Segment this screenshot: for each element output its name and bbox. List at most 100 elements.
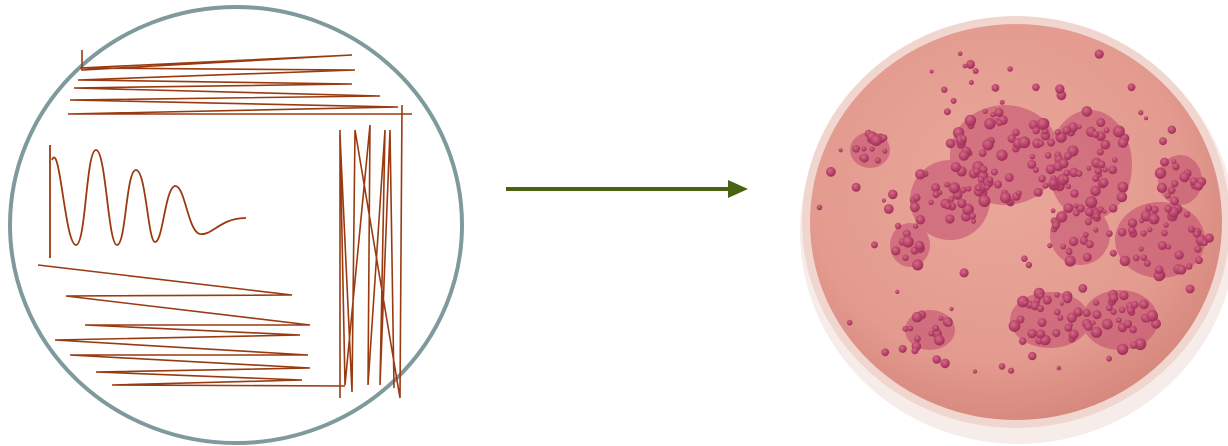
colony [1005,173,1014,182]
colony [1092,310,1101,319]
colony [1092,175,1099,182]
colony [884,204,894,214]
colony [1168,186,1176,194]
colony [959,150,969,160]
agar-plate-photo [800,16,1228,444]
colony [1063,294,1072,303]
colony [1085,208,1094,217]
colony [1043,295,1052,304]
colony [1194,182,1203,191]
colony [975,185,981,191]
colony [1170,196,1179,205]
colony [911,347,918,354]
colony [932,191,939,198]
colony [1106,304,1113,311]
colony [1160,158,1169,167]
colony [1077,125,1082,130]
colony [1139,246,1144,251]
colony [992,84,1000,92]
colony [966,186,972,192]
colony [996,150,1007,161]
colony [1108,166,1117,175]
colony [1037,305,1044,312]
colony [880,134,887,141]
colony [978,177,984,183]
colony [1099,178,1108,187]
colony [994,181,1002,189]
colony [1168,126,1176,134]
colony [941,87,947,93]
colony [1083,253,1092,262]
colony [983,109,988,114]
colony [1008,368,1014,374]
colony [951,162,961,172]
colony [1120,256,1131,267]
colony [1098,161,1106,169]
colony [957,199,966,208]
colony [1131,301,1139,309]
colony [1032,84,1040,92]
colony [895,290,899,294]
colony [826,167,836,177]
colony [1091,327,1102,338]
colony [944,108,951,115]
colony [960,268,969,277]
colony [1144,260,1151,267]
colony [931,183,940,192]
colony [1133,255,1140,262]
colony [1097,148,1104,155]
colony [1063,203,1073,213]
colony [1104,127,1110,133]
colony [1205,233,1214,242]
colony [1066,184,1071,189]
colony [1147,227,1152,232]
colony [817,205,823,211]
colony [1078,284,1087,293]
colony [1186,285,1195,294]
colony [928,200,933,205]
colony [1052,329,1060,337]
colony [1155,167,1166,178]
colony [991,169,998,176]
colony [1146,310,1158,322]
colony [913,223,918,228]
colony [1047,139,1055,147]
colony [1016,190,1022,196]
colony [1033,167,1039,173]
colony [1064,152,1072,160]
colony [1095,167,1103,175]
colony [1194,246,1201,253]
colony [1065,255,1076,266]
colony [940,359,950,369]
colony [973,68,979,74]
colony [847,320,853,326]
colony [1038,294,1043,299]
colony [1093,300,1099,306]
colony [875,157,881,163]
colony [1064,324,1072,332]
colony [916,215,926,225]
colony [1116,317,1122,323]
colony [839,148,843,152]
colony [1063,176,1069,182]
colony [1018,136,1030,148]
colony [1052,221,1060,229]
colony [1027,329,1036,338]
colony [958,51,963,56]
colony [1069,237,1078,246]
colony [979,149,987,157]
colony [1159,137,1167,145]
colony [1038,140,1044,146]
colony [1082,106,1093,117]
colony [912,312,923,323]
colony [1007,66,1013,72]
colony [969,213,976,220]
colony [895,223,901,229]
colony [1059,159,1069,169]
colony [1021,255,1028,262]
colony [882,149,887,154]
colony [984,118,995,129]
colony [1128,83,1136,91]
